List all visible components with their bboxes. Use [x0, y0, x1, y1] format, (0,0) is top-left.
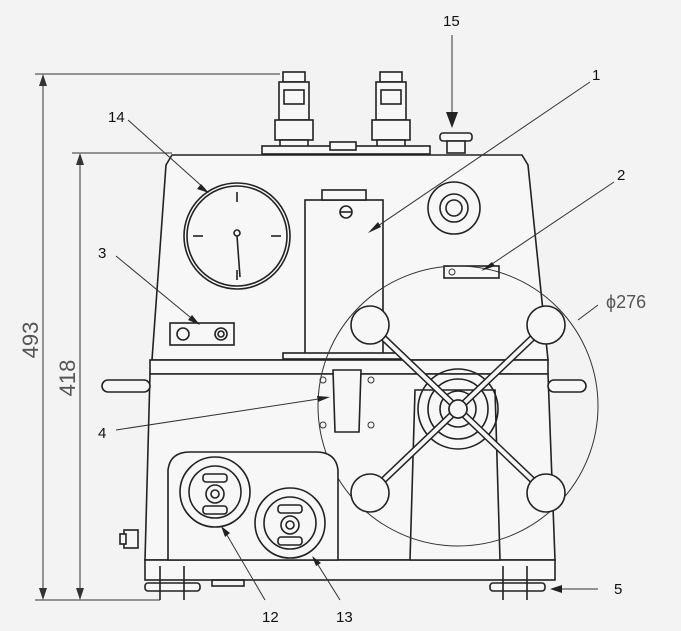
leveling-feet: [144, 566, 546, 600]
callout-5: 5: [614, 581, 622, 598]
front-indicator: [319, 369, 375, 433]
spindle-housing: [409, 368, 501, 561]
valve-panel: [169, 322, 235, 346]
valve-knob-13: [254, 487, 326, 559]
handwheel-diameter-dimension: ϕ276: [606, 292, 646, 312]
callout-15: 15: [443, 13, 460, 30]
handwheel: [317, 265, 599, 547]
callout-13: 13: [336, 609, 353, 626]
overall-height-dimension: 493: [18, 322, 43, 359]
callout-3: 3: [98, 245, 106, 262]
callout-1: 1: [592, 67, 600, 84]
callout-2: 2: [617, 167, 625, 184]
callout-12: 12: [262, 609, 279, 626]
top-fittings: [261, 132, 473, 155]
body-height-dimension: 418: [55, 360, 80, 397]
leader-lines: [115, 35, 615, 601]
callout-4: 4: [98, 425, 106, 442]
side-handles: [101, 379, 587, 549]
valve-knob-12: [179, 456, 251, 528]
upper-knob: [427, 181, 481, 235]
dimension-lines: [35, 73, 280, 601]
callout-14: 14: [108, 109, 125, 126]
top-connector-right: [371, 71, 411, 153]
top-connector-left: [274, 71, 314, 153]
pressure-gauge: [183, 182, 291, 290]
level-indicator: [443, 265, 500, 279]
